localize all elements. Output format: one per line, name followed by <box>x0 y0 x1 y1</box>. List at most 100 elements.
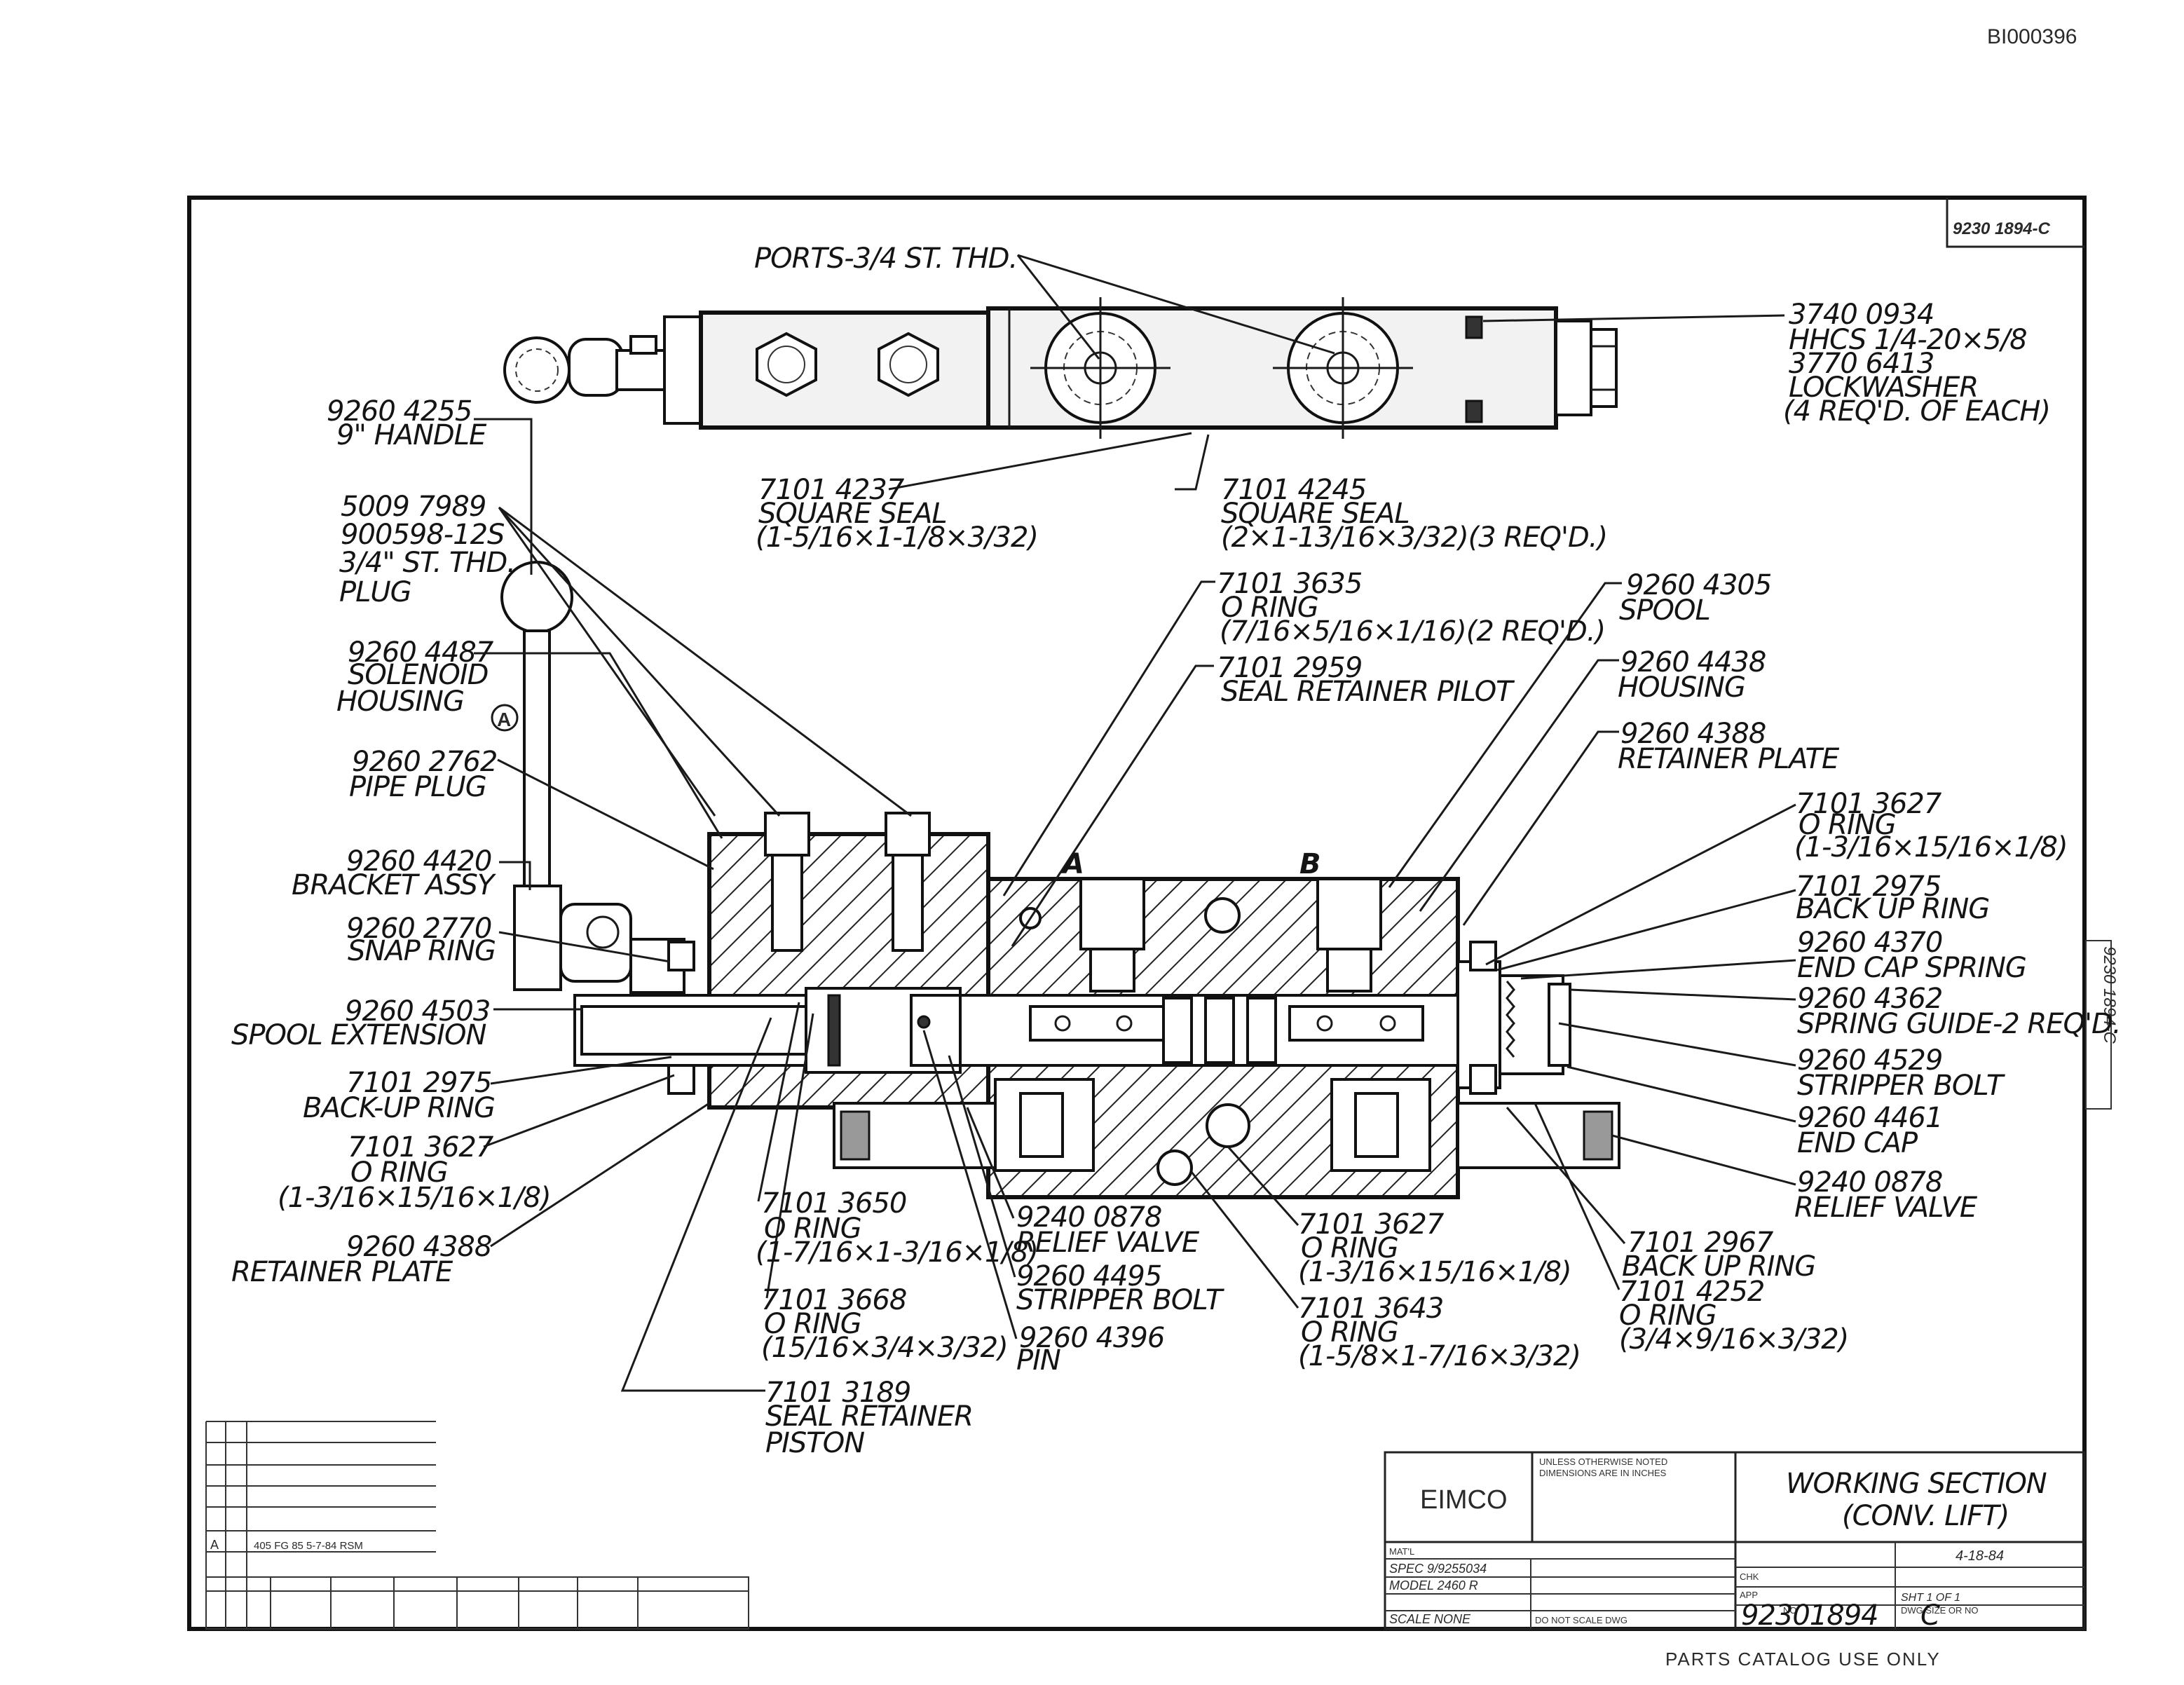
hhcs-desc: HHCS 1/4-20×5/8 <box>1789 324 2027 356</box>
solenoid-housing-desc1: SOLENOID <box>348 659 488 691</box>
drawn-date: 4-18-84 <box>1956 1548 2004 1564</box>
square-seal-2-part: 7101 4245 <box>1221 474 1366 506</box>
spring-guide-part: 9260 4362 <box>1797 983 1942 1015</box>
spring-guide-desc: SPRING GUIDE-2 REQ'D. <box>1797 1008 2121 1040</box>
scale-label: SCALE NONE <box>1389 1612 1471 1626</box>
port-a-label: A <box>1060 848 1084 880</box>
seal-retainer-piston-desc1: SEAL RETAINER <box>765 1400 973 1433</box>
plug-part1: 5009 7989 <box>341 491 486 523</box>
relief-valve-right-desc: RELIEF VALVE <box>1794 1192 1978 1224</box>
drawing-title-1: WORKING SECTION <box>1786 1468 2047 1500</box>
lockwasher-part: 3770 6413 <box>1789 348 1934 380</box>
o-ring-3643-desc: O RING <box>1301 1316 1398 1349</box>
housing-desc: HOUSING <box>1618 671 1745 704</box>
side-number-tab: 9230 1894-C <box>2085 940 2119 1110</box>
spool-ext-desc: SPOOL EXTENSION <box>231 1019 486 1051</box>
o-ring-pilot-part: 7101 3635 <box>1217 568 1362 600</box>
o-ring-left-desc: O RING <box>350 1157 448 1189</box>
model-label: MODEL 2460 R <box>1389 1578 1478 1592</box>
handle-part: 9260 4255 <box>327 395 472 428</box>
company-name: EIMCO <box>1420 1485 1508 1515</box>
o-ring-3650-desc: O RING <box>764 1213 861 1245</box>
retainer-plate-left-desc: RETAINER PLATE <box>231 1256 453 1288</box>
backup-ring-left-desc: BACK-UP RING <box>303 1092 495 1124</box>
seal-retainer-piston-desc2: PISTON <box>765 1427 864 1459</box>
o-ring-3650-part: 7101 3650 <box>761 1187 906 1220</box>
o-ring-3650-size: (1-7/16×1-3/16×1/8) <box>756 1236 1038 1269</box>
o-ring-left-part: 7101 3627 <box>348 1131 494 1164</box>
corner-number-box: 9230 1894-C <box>1946 198 2084 248</box>
plug-part2: 900598-12S <box>341 519 505 551</box>
o-ring-4252-size: (3/4×9/16×3/32) <box>1619 1323 1848 1356</box>
top-view <box>503 297 1618 439</box>
circle-a-label: A <box>497 709 511 730</box>
snap-ring-desc: SNAP RING <box>348 935 496 967</box>
relief-valve-center-part: 9240 0878 <box>1016 1201 1161 1234</box>
snap-ring-part: 9260 2770 <box>346 913 491 945</box>
handle-desc: 9" HANDLE <box>336 419 487 451</box>
o-ring-r1-part: 7101 3627 <box>1796 788 1942 820</box>
stripper-bolt-center-desc: STRIPPER BOLT <box>1016 1284 1225 1316</box>
spool-part: 9260 4305 <box>1626 569 1771 601</box>
o-ring-4252-desc: O RING <box>1619 1299 1717 1332</box>
o-ring-3668-desc: O RING <box>764 1308 861 1340</box>
pipe-plug-desc: PIPE PLUG <box>349 771 486 803</box>
square-seal-1-part: 7101 4237 <box>758 474 905 506</box>
end-cap-spring-part: 9260 4370 <box>1797 927 1942 959</box>
drawing-border <box>187 196 2087 1631</box>
backup-ring-2967-part: 7101 2967 <box>1627 1227 1774 1259</box>
square-seal-2-size: (2×1-13/16×3/32)(3 REQ'D.) <box>1221 521 1607 554</box>
revision-letter: A <box>210 1538 219 1552</box>
o-ring-3668-part: 7101 3668 <box>761 1284 906 1316</box>
relief-valve-center-desc: RELIEF VALVE <box>1016 1227 1200 1259</box>
o-ring-center-3627-desc: O RING <box>1301 1232 1398 1264</box>
plug-desc1: 3/4" ST. THD. <box>339 547 515 579</box>
end-cap-spring-desc: END CAP SPRING <box>1797 952 2026 984</box>
title-block: EIMCO UNLESS OTHERWISE NOTED DIMENSIONS … <box>1384 1451 2086 1632</box>
lockwasher-qty: (4 REQ'D. OF EACH) <box>1783 395 2050 428</box>
stripper-bolt-center-part: 9260 4495 <box>1016 1260 1161 1292</box>
end-cap-part: 9260 4461 <box>1797 1102 1942 1134</box>
ports-label: PORTS-3/4 ST. THD. <box>754 243 1017 275</box>
square-seal-1-desc: SQUARE SEAL <box>758 498 947 530</box>
backup-ring-right-part: 7101 2975 <box>1796 871 1941 903</box>
backup-ring-2967-desc: BACK UP RING <box>1622 1250 1815 1283</box>
drawing-size: C <box>1920 1599 1940 1632</box>
no-scale-note: DO NOT SCALE DWG <box>1535 1615 1627 1625</box>
stripper-bolt-right-part: 9260 4529 <box>1797 1044 1942 1077</box>
spool-ext-part: 9260 4503 <box>345 995 490 1028</box>
seal-retainer-pilot-part: 7101 2959 <box>1217 652 1362 684</box>
bracket-part: 9260 4420 <box>346 845 491 878</box>
o-ring-3668-size: (15/16×3/4×3/32) <box>761 1332 1008 1364</box>
drawing-number: 92301894 <box>1741 1599 1878 1632</box>
o-ring-3643-size: (1-5/8×1-7/16×3/32) <box>1298 1340 1581 1372</box>
corner-number: 9230 1894-C <box>1953 219 2050 238</box>
revision-block: A 405 FG 85 5-7-84 RSM <box>205 1421 749 1630</box>
o-ring-r1-desc: O RING <box>1799 809 1896 841</box>
plug-desc2: PLUG <box>339 576 411 608</box>
sheet-label: SHT 1 OF 1 <box>1901 1592 1960 1604</box>
port-b-label: B <box>1299 848 1320 880</box>
stripper-bolt-right-desc: STRIPPER BOLT <box>1797 1070 2006 1102</box>
backup-ring-right-desc: BACK UP RING <box>1796 893 1989 925</box>
retainer-plate-right-part: 9260 4388 <box>1620 718 1766 750</box>
number-label: NO <box>1783 1605 1797 1616</box>
o-ring-pilot-size: (7/16×5/16×1/16)(2 REQ'D.) <box>1220 615 1605 648</box>
o-ring-pilot-desc: O RING <box>1221 592 1318 624</box>
side-number: 9230 1894-C <box>2100 946 2119 1044</box>
size-label: DWG SIZE OR NO <box>1901 1605 1979 1616</box>
end-cap-desc: END CAP <box>1797 1127 1918 1159</box>
footer-note: PARTS CATALOG USE ONLY <box>1665 1649 1941 1670</box>
section-view <box>500 561 1620 1199</box>
pin-part: 9260 4396 <box>1019 1322 1164 1354</box>
leader-lines <box>474 254 1796 1392</box>
o-ring-center-3627-size: (1-3/16×15/16×1/8) <box>1298 1256 1571 1288</box>
solenoid-housing-part: 9260 4487 <box>348 636 494 669</box>
checked-label: CHK <box>1740 1571 1759 1582</box>
tolerance-note-2: DIMENSIONS ARE IN INCHES <box>1539 1468 1667 1478</box>
callout-labels: PORTS-3/4 ST. THD. 3740 0934 HHCS 1/4-20… <box>231 243 2122 1459</box>
backup-ring-left-part: 7101 2975 <box>346 1067 491 1099</box>
solenoid-housing-desc2: HOUSING <box>336 685 464 718</box>
square-seal-2-desc: SQUARE SEAL <box>1221 498 1410 530</box>
